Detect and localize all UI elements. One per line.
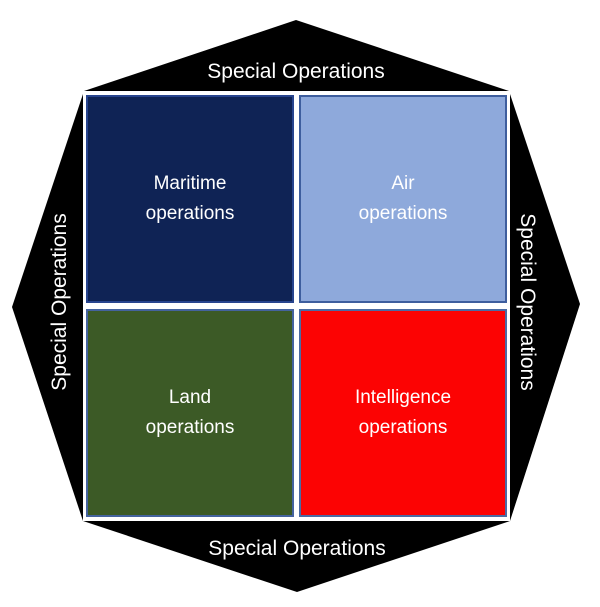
- band-label-top: Special Operations: [207, 60, 385, 83]
- quadrant-intelligence-label: Intelligence operations: [354, 387, 452, 438]
- quadrant-air-operations: Air operations: [299, 95, 507, 303]
- quadrant-land-label: Land operations: [145, 387, 235, 438]
- quadrant-maritime-label: Maritime operations: [145, 173, 235, 224]
- band-label-left: Special Operations: [48, 213, 71, 391]
- quadrant-maritime-operations: Maritime operations: [86, 95, 294, 303]
- band-label-right: Special Operations: [516, 213, 539, 391]
- band-label-bottom: Special Operations: [208, 537, 386, 560]
- quadrant-land-operations: Land operations: [86, 309, 294, 517]
- quadrant-intelligence-operations: Intelligence operations: [299, 309, 507, 517]
- quadrant-air-label: Air operations: [358, 173, 448, 224]
